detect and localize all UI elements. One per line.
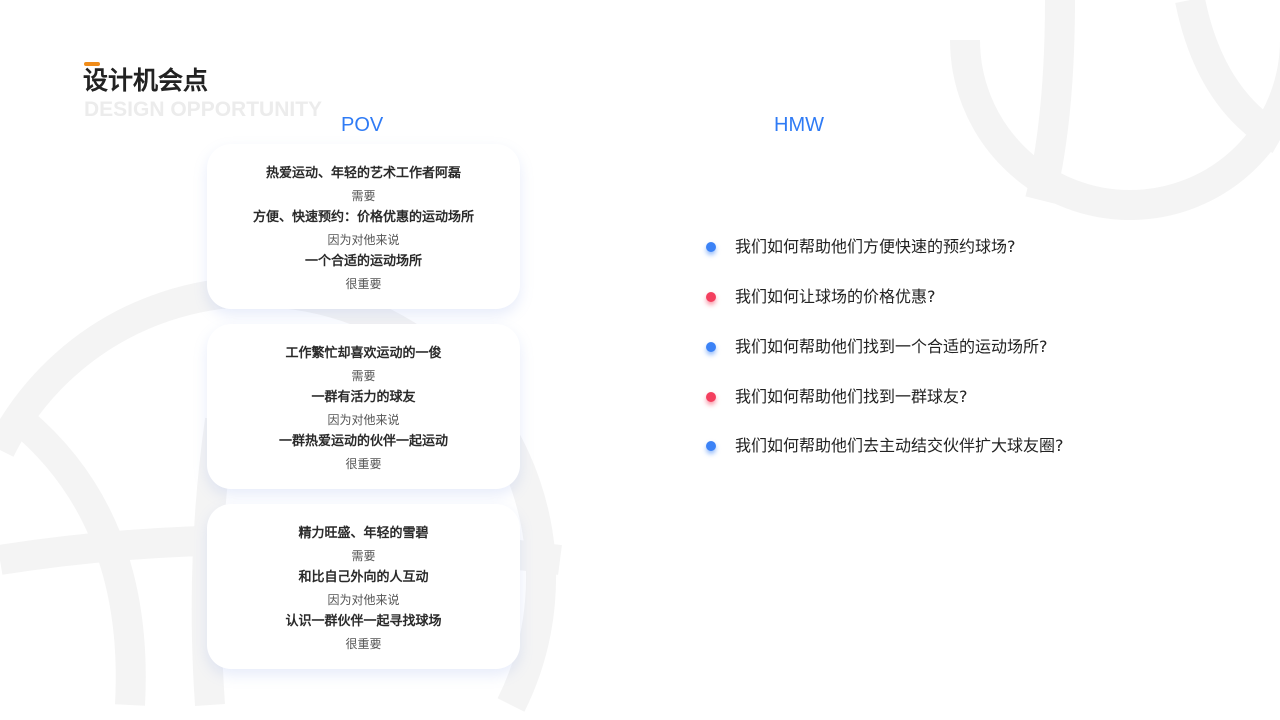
- pov-connector-text: 需要: [351, 369, 376, 383]
- pov-statement: 和比自己外向的人互动: [298, 570, 429, 585]
- bullet-dot-icon: [706, 342, 716, 352]
- pov-connector-text: 因为对他来说: [327, 233, 400, 247]
- pov-connector-text: 很重要: [345, 637, 382, 651]
- hmw-text: 我们如何帮助他们找到一个合适的运动场所?: [735, 337, 1048, 356]
- bullet-dot-icon: [706, 441, 716, 451]
- hmw-text: 我们如何帮助他们方便快速的预约球场?: [735, 237, 1016, 256]
- bullet-dot-icon: [706, 242, 716, 252]
- pov-connector-text: 因为对他来说: [327, 413, 400, 427]
- hmw-item: 我们如何让球场的价格优惠?: [706, 286, 936, 308]
- bullet-dot-icon: [706, 392, 716, 402]
- pov-statement: 一群热爱运动的伙伴一起运动: [278, 434, 448, 449]
- hmw-item: 我们如何帮助他们方便快速的预约球场?: [706, 236, 1016, 258]
- pov-statement: 精力旺盛、年轻的雪碧: [298, 526, 429, 541]
- pov-statement: 认识一群伙伴一起寻找球场: [285, 614, 442, 629]
- hmw-heading: HMW: [774, 114, 824, 136]
- page-title: 设计机会点: [83, 66, 209, 95]
- page-subtitle: DESIGN OPPORTUNITY: [84, 98, 323, 121]
- hmw-item: 我们如何帮助他们找到一群球友?: [706, 386, 968, 408]
- hmw-text: 我们如何帮助他们找到一群球友?: [735, 387, 968, 406]
- pov-statement: 一个合适的运动场所: [304, 254, 422, 269]
- pov-card: 工作繁忙却喜欢运动的一俊需要一群有活力的球友因为对他来说一群热爱运动的伙伴一起运…: [207, 324, 520, 489]
- hmw-text: 我们如何帮助他们去主动结交伙伴扩大球友圈?: [735, 436, 1064, 455]
- pov-statement: 方便、快速预约：价格优惠的运动场所: [252, 210, 474, 225]
- pov-statement: 热爱运动、年轻的艺术工作者阿磊: [265, 166, 461, 181]
- bullet-dot-icon: [706, 292, 716, 302]
- pov-connector-text: 需要: [351, 549, 376, 563]
- pov-card: 精力旺盛、年轻的雪碧需要和比自己外向的人互动因为对他来说认识一群伙伴一起寻找球场…: [207, 504, 520, 669]
- hmw-item: 我们如何帮助他们去主动结交伙伴扩大球友圈?: [706, 435, 1064, 457]
- pov-connector-text: 需要: [351, 189, 376, 203]
- hmw-item: 我们如何帮助他们找到一个合适的运动场所?: [706, 336, 1048, 358]
- title-accent-bar: [84, 62, 100, 66]
- hmw-text: 我们如何让球场的价格优惠?: [735, 287, 936, 306]
- pov-connector-text: 很重要: [345, 457, 382, 471]
- pov-connector-text: 因为对他来说: [327, 593, 400, 607]
- pov-card: 热爱运动、年轻的艺术工作者阿磊需要方便、快速预约：价格优惠的运动场所因为对他来说…: [207, 144, 520, 309]
- pov-statement: 一群有活力的球友: [311, 390, 416, 405]
- pov-heading: POV: [341, 114, 384, 136]
- pov-statement: 工作繁忙却喜欢运动的一俊: [285, 346, 442, 361]
- pov-connector-text: 很重要: [345, 277, 382, 291]
